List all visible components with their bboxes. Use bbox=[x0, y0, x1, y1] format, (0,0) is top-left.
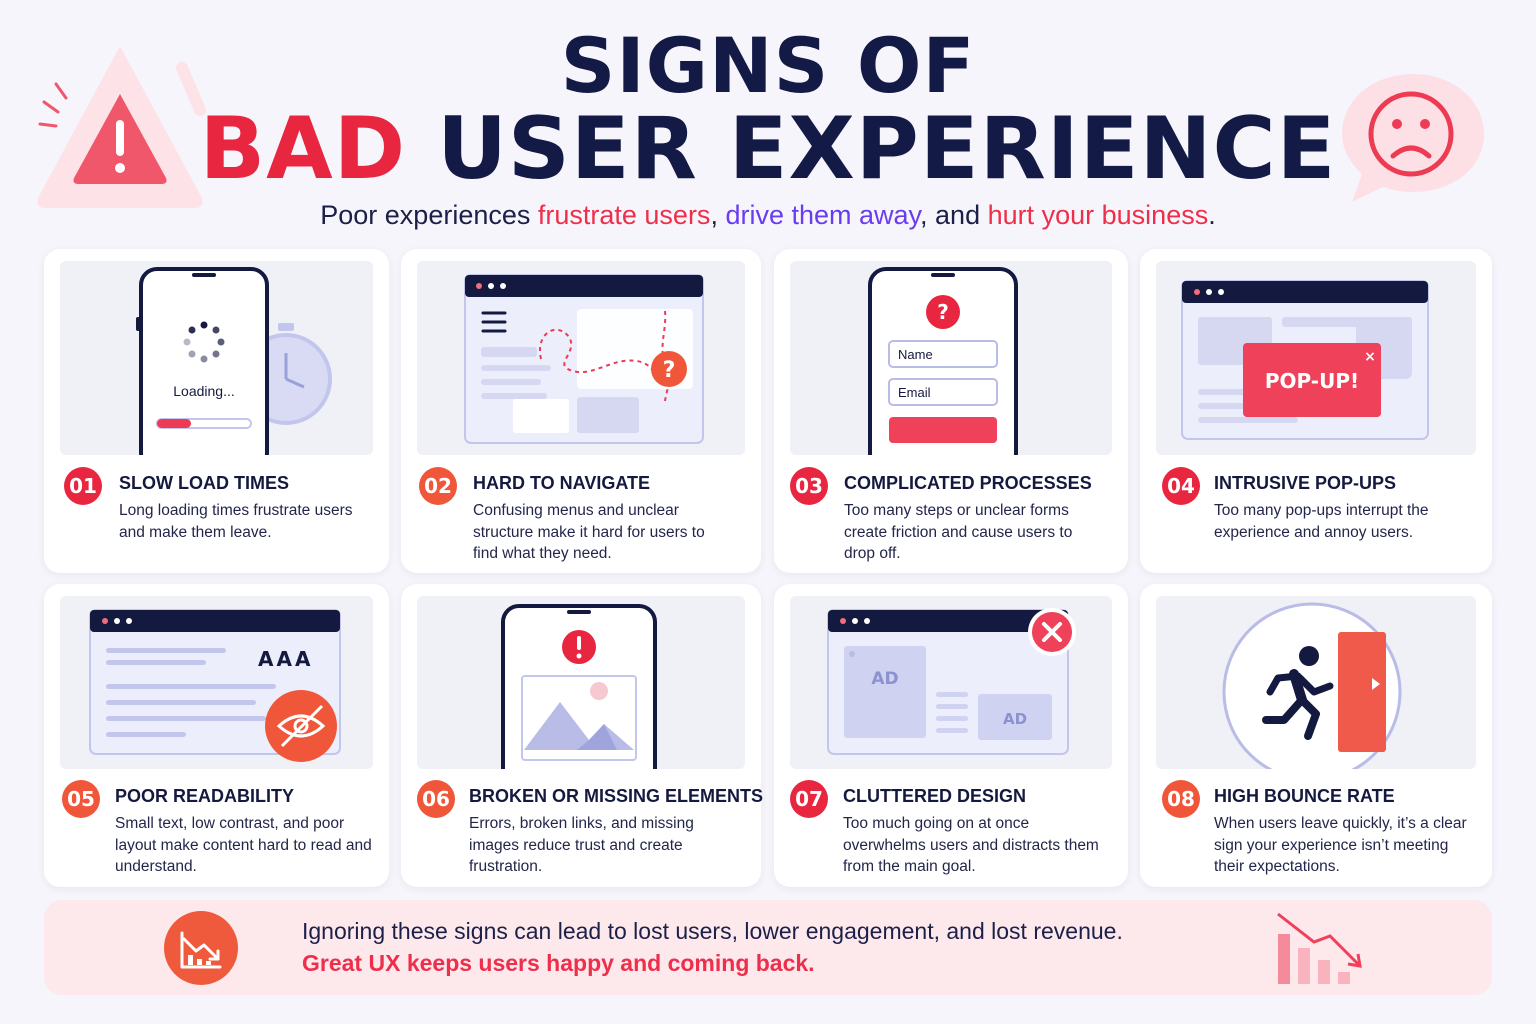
footer-banner: Ignoring these signs can lead to lost us… bbox=[44, 900, 1492, 995]
page-subtitle: Poor experiences frustrate users, drive … bbox=[0, 200, 1536, 231]
card-description: Long loading times frustrate users and m… bbox=[119, 502, 353, 541]
card-title: POOR READABILITY bbox=[115, 786, 295, 806]
ad-label: AD bbox=[1003, 710, 1027, 728]
navigation-illustration: ? bbox=[417, 261, 745, 455]
card-number-badge: 07 bbox=[790, 780, 828, 818]
subtitle-end: . bbox=[1208, 200, 1216, 230]
card-high-bounce-rate: 08 HIGH BOUNCE RATE When users leave qui… bbox=[1140, 584, 1492, 887]
email-field-label: Email bbox=[898, 385, 931, 400]
title-rest: USER EXPERIENCE bbox=[437, 99, 1337, 199]
subtitle-highlight-hurt: hurt your business bbox=[987, 200, 1209, 230]
card-title: HARD TO NAVIGATE bbox=[473, 473, 651, 493]
card-title: SLOW LOAD TIMES bbox=[119, 473, 289, 493]
card-broken-missing-elements: 06 BROKEN OR MISSING ELEMENTS Errors, br… bbox=[401, 584, 764, 887]
loading-label: Loading... bbox=[173, 383, 235, 399]
card-number-badge: 02 bbox=[419, 467, 457, 505]
card-title: BROKEN OR MISSING ELEMENTS bbox=[469, 786, 764, 806]
card-number-badge: 03 bbox=[790, 467, 828, 505]
card-poor-readability: AAA 05 POOR READABILITY Small text, low … bbox=[44, 584, 389, 887]
card-hard-to-navigate: ? 02 HARD TO NAVIGATE Confusing menus an… bbox=[401, 249, 761, 573]
popup-illustration: POP-UP! × bbox=[1156, 261, 1476, 455]
subtitle-sep: , and bbox=[920, 200, 988, 230]
card-description: Errors, broken links, and missing images… bbox=[469, 815, 694, 875]
title-highlight-bad: BAD bbox=[199, 99, 407, 199]
readability-illustration: AAA bbox=[60, 596, 373, 769]
svg-text:?: ? bbox=[663, 358, 676, 383]
card-number-badge: 06 bbox=[417, 780, 455, 818]
subtitle-highlight-frustrate: frustrate users bbox=[537, 200, 711, 230]
card-number-badge: 08 bbox=[1162, 780, 1200, 818]
card-description: Too many pop-ups interrupt the experienc… bbox=[1214, 502, 1429, 541]
card-description: Confusing menus and unclear structure ma… bbox=[473, 502, 705, 562]
slow-load-illustration: Loading... bbox=[60, 261, 373, 455]
footer-highlight-text: Great UX keeps users happy and coming ba… bbox=[302, 950, 815, 976]
card-complicated-processes: ? Name Email 03 COMPLICATED PROCESSES To… bbox=[774, 249, 1128, 573]
sad-face-speech-bubble-icon bbox=[1338, 70, 1488, 205]
card-slow-load-times: Loading... 01 SLOW LOAD TIMES Long loadi… bbox=[44, 249, 389, 573]
svg-text:×: × bbox=[1364, 349, 1376, 365]
card-title: HIGH BOUNCE RATE bbox=[1214, 786, 1395, 806]
bounce-rate-illustration bbox=[1156, 596, 1476, 769]
page-title-line1: SIGNS OF bbox=[560, 21, 976, 110]
card-number-badge: 05 bbox=[62, 780, 100, 818]
name-field-label: Name bbox=[898, 347, 933, 362]
declining-bar-chart-icon bbox=[1274, 910, 1374, 988]
card-intrusive-popups: POP-UP! × 04 INTRUSIVE POP-UPS Too many … bbox=[1140, 249, 1492, 573]
footer-warning-text: Ignoring these signs can lead to lost us… bbox=[302, 918, 1123, 944]
cluttered-design-illustration: AD AD bbox=[790, 596, 1112, 769]
warning-triangle-icon bbox=[30, 38, 210, 213]
card-title: COMPLICATED PROCESSES bbox=[844, 473, 1092, 493]
subtitle-highlight-drive: drive them away bbox=[725, 200, 921, 230]
declining-chart-circle-icon bbox=[164, 911, 238, 985]
card-number-badge: 04 bbox=[1162, 467, 1200, 505]
subtitle-sep: , bbox=[710, 200, 726, 230]
form-illustration: ? Name Email bbox=[790, 261, 1112, 455]
card-description: When users leave quickly, it’s a clear s… bbox=[1214, 815, 1467, 875]
card-description: Too much going on at once overwhelms use… bbox=[843, 815, 1099, 875]
card-title: CLUTTERED DESIGN bbox=[843, 786, 1027, 806]
aaa-label: AAA bbox=[258, 647, 313, 671]
page-title-line2: BAD USER EXPERIENCE bbox=[0, 106, 1536, 192]
subtitle-text: Poor experiences bbox=[320, 200, 538, 230]
broken-elements-illustration bbox=[417, 596, 745, 769]
ad-label: AD bbox=[871, 669, 898, 689]
card-title: INTRUSIVE POP-UPS bbox=[1214, 473, 1397, 493]
svg-text:?: ? bbox=[937, 300, 949, 324]
popup-label: POP-UP! bbox=[1265, 369, 1359, 393]
card-cluttered-design: AD AD 07 CLUTTERED DESIGN Too much going… bbox=[774, 584, 1128, 887]
card-description: Small text, low contrast, and poor layou… bbox=[115, 815, 372, 875]
card-description: Too many steps or unclear forms create f… bbox=[844, 502, 1073, 562]
card-number-badge: 01 bbox=[64, 467, 102, 505]
